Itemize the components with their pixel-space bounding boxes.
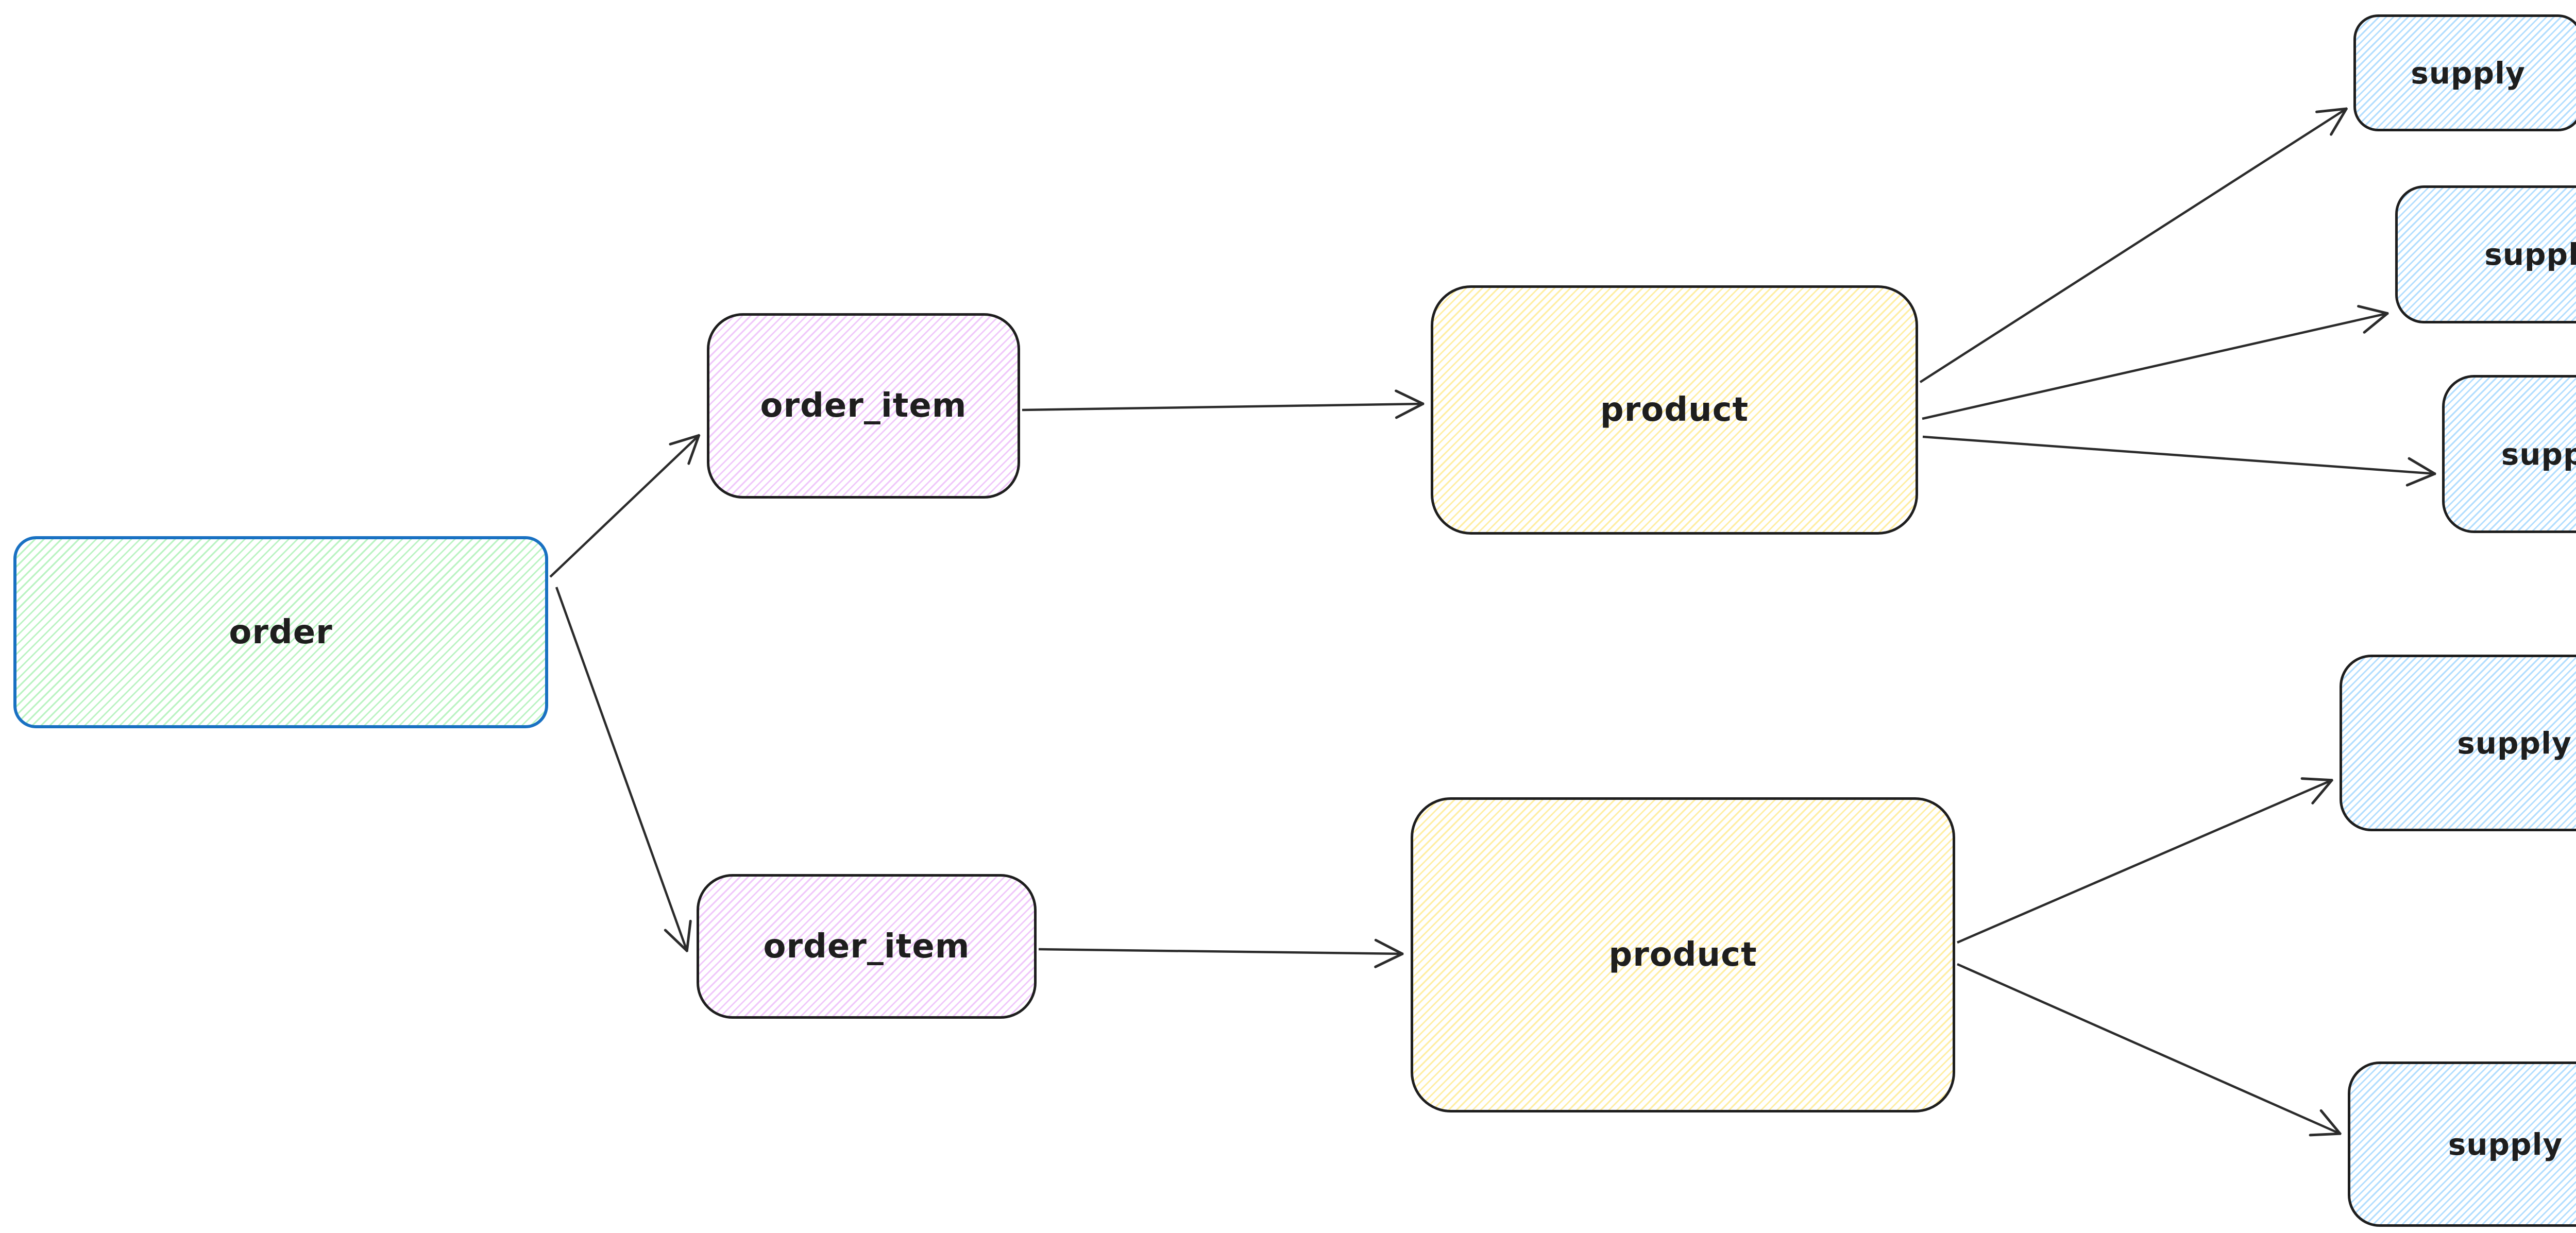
node-label: order_item bbox=[763, 927, 970, 966]
node-label: product bbox=[1600, 391, 1749, 429]
node-label: supply bbox=[2457, 725, 2572, 761]
node-supply-3[interactable]: supply bbox=[2442, 375, 2576, 533]
edge-product-top-to-supply-1[interactable] bbox=[1919, 107, 2348, 383]
edge-product-top-to-supply-3[interactable] bbox=[1922, 435, 2436, 487]
node-product-2[interactable]: product bbox=[1411, 797, 1955, 1112]
node-label: supply bbox=[2411, 55, 2526, 91]
edge-product-top-to-supply-2[interactable] bbox=[1922, 305, 2389, 420]
node-label: product bbox=[1608, 936, 1757, 974]
edge-product-bottom-to-supply-5[interactable] bbox=[1957, 963, 2342, 1137]
node-supply-5[interactable]: supply bbox=[2348, 1061, 2576, 1227]
node-product-1[interactable]: product bbox=[1431, 285, 1918, 535]
edge-order-item-bottom-to-product-bottom[interactable] bbox=[1038, 938, 1404, 968]
node-label: supply bbox=[2448, 1126, 2563, 1162]
node-label: order bbox=[229, 613, 333, 652]
node-supply-4[interactable]: supply bbox=[2340, 655, 2576, 831]
node-order-item-2[interactable]: order_item bbox=[697, 874, 1037, 1019]
edge-product-bottom-to-supply-4[interactable] bbox=[1957, 777, 2333, 944]
node-order[interactable]: order bbox=[13, 536, 548, 728]
node-label: supply bbox=[2501, 436, 2576, 472]
node-label: order_item bbox=[760, 387, 967, 425]
edge-order-to-order-item-top[interactable] bbox=[549, 434, 701, 578]
node-label: supply bbox=[2484, 237, 2576, 272]
edge-order-item-top-to-product-top[interactable] bbox=[1022, 389, 1425, 419]
node-supply-1[interactable]: supply bbox=[2353, 14, 2576, 131]
edge-order-to-order-item-bottom[interactable] bbox=[555, 587, 692, 952]
node-supply-2[interactable]: supply bbox=[2395, 185, 2576, 323]
node-order-item-1[interactable]: order_item bbox=[707, 313, 1020, 499]
